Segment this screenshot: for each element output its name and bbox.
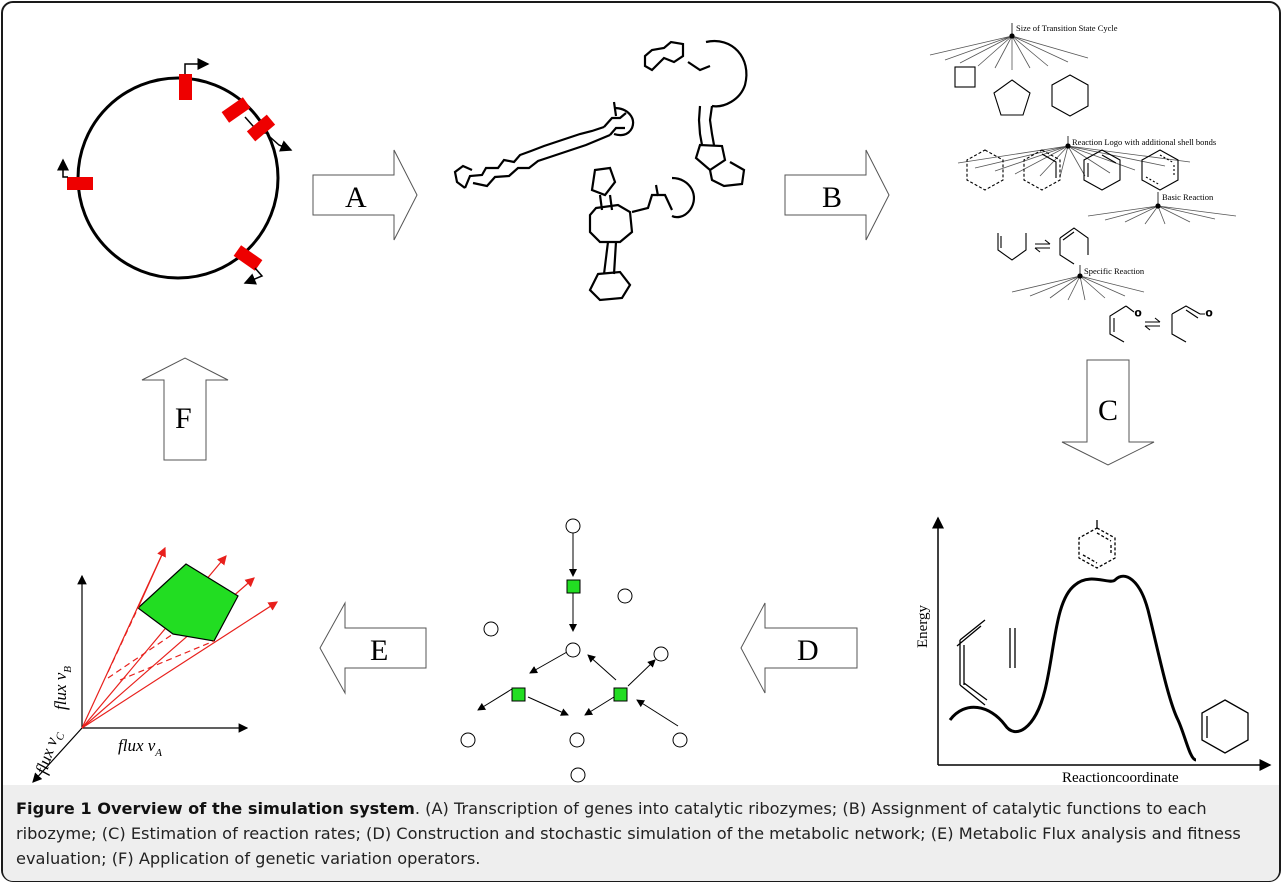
metabolite-node bbox=[569, 732, 585, 748]
promoter-arrow-lr bbox=[243, 267, 264, 285]
butadiene-icon bbox=[956, 619, 988, 706]
arrow-d-label: D bbox=[797, 634, 819, 667]
metabolite-node bbox=[565, 518, 581, 534]
flux-polygon bbox=[137, 563, 239, 642]
arrow-d: D bbox=[740, 602, 858, 694]
flux-axis-a-label: flux vA bbox=[118, 736, 162, 759]
flux-cone-panel: flux vA flux vB flux vC bbox=[32, 546, 279, 783]
arrow-c-label: C bbox=[1098, 394, 1118, 427]
hierarchy-tree-panel: Size of Transition State Cycle Reaction … bbox=[929, 23, 1237, 343]
ribozyme-panel bbox=[453, 39, 748, 302]
metabolite-node bbox=[672, 732, 688, 748]
arrow-f: F bbox=[141, 357, 229, 461]
reaction-node bbox=[566, 579, 581, 594]
flux-axis-c bbox=[32, 727, 83, 783]
svg-text:O: O bbox=[1135, 308, 1141, 318]
energy-plot-panel: Energy Reactioncoordinate bbox=[915, 516, 1272, 786]
metabolite-node bbox=[617, 588, 633, 604]
reaction-logo-hexagon-4 bbox=[1141, 149, 1179, 191]
reaction-logo-hexagon-3 bbox=[1083, 149, 1121, 191]
pentagon-icon bbox=[993, 79, 1031, 116]
arrow-b: B bbox=[784, 149, 890, 241]
gene-left bbox=[67, 177, 93, 190]
arrow-a-label: A bbox=[345, 181, 367, 214]
arrow-f-label: F bbox=[175, 402, 192, 435]
metabolite-node bbox=[483, 621, 499, 637]
arrow-e-label: E bbox=[370, 634, 388, 667]
metabolite-node bbox=[565, 642, 581, 658]
flux-axis-c-label: flux vC bbox=[32, 727, 68, 777]
metabolic-network-panel bbox=[460, 518, 688, 783]
arrow-a: A bbox=[312, 149, 418, 241]
reaction-node bbox=[613, 687, 628, 702]
square-icon bbox=[954, 66, 976, 88]
energy-curve bbox=[948, 574, 1197, 762]
promoter-arrow-ur2 bbox=[269, 136, 293, 152]
tree-level-2-label: Reaction Logo with additional shell bond… bbox=[1072, 137, 1216, 147]
arrow-c: C bbox=[1061, 359, 1155, 466]
cyclohexene-icon bbox=[1201, 699, 1249, 754]
benzene-ts-icon bbox=[1078, 527, 1116, 569]
energy-y-label: Energy bbox=[915, 604, 931, 648]
reaction-logo-hexagon-2 bbox=[1023, 149, 1061, 191]
caption-background bbox=[3, 785, 1279, 881]
basic-reaction-reactant bbox=[997, 233, 1027, 261]
flux-ray bbox=[81, 601, 279, 729]
basic-reaction-product bbox=[1059, 227, 1089, 265]
gene-upper-right-1 bbox=[221, 97, 251, 123]
reaction-logo-hexagon-1 bbox=[966, 149, 1004, 191]
gene-lower-right bbox=[233, 245, 263, 271]
caption-body: . (A) Transcription of genes into cataly… bbox=[16, 799, 1241, 868]
tree-level-3-label: Basic Reaction bbox=[1162, 192, 1214, 202]
arrow-b-label: B bbox=[822, 181, 842, 214]
figure-caption: Figure 1 Overview of the simulation syst… bbox=[16, 796, 1274, 871]
metabolite-node bbox=[653, 646, 669, 662]
hexagon-icon bbox=[1051, 74, 1089, 117]
arrow-e: E bbox=[319, 601, 427, 695]
gene-upper-right-2 bbox=[246, 114, 276, 142]
caption-title: Figure 1 Overview of the simulation syst… bbox=[16, 799, 415, 818]
promoter-arrow-left bbox=[57, 158, 69, 178]
flux-axis-b-label: flux vB bbox=[51, 666, 74, 710]
ethene-icon bbox=[1009, 628, 1016, 668]
genome-panel bbox=[57, 58, 293, 285]
svg-text:O: O bbox=[1206, 308, 1212, 318]
metabolite-node bbox=[570, 767, 586, 783]
gene-top bbox=[179, 74, 192, 100]
specific-reaction-product bbox=[1171, 305, 1205, 343]
energy-x-label: Reactioncoordinate bbox=[1062, 770, 1179, 786]
reaction-node bbox=[511, 687, 526, 702]
tree-level-4-label: Specific Reaction bbox=[1084, 266, 1145, 276]
tree-level-1-label: Size of Transition State Cycle bbox=[1016, 23, 1118, 33]
metabolite-node bbox=[460, 732, 476, 748]
specific-reaction-reactant bbox=[1109, 305, 1135, 343]
promoter-arrow-top bbox=[184, 58, 210, 74]
